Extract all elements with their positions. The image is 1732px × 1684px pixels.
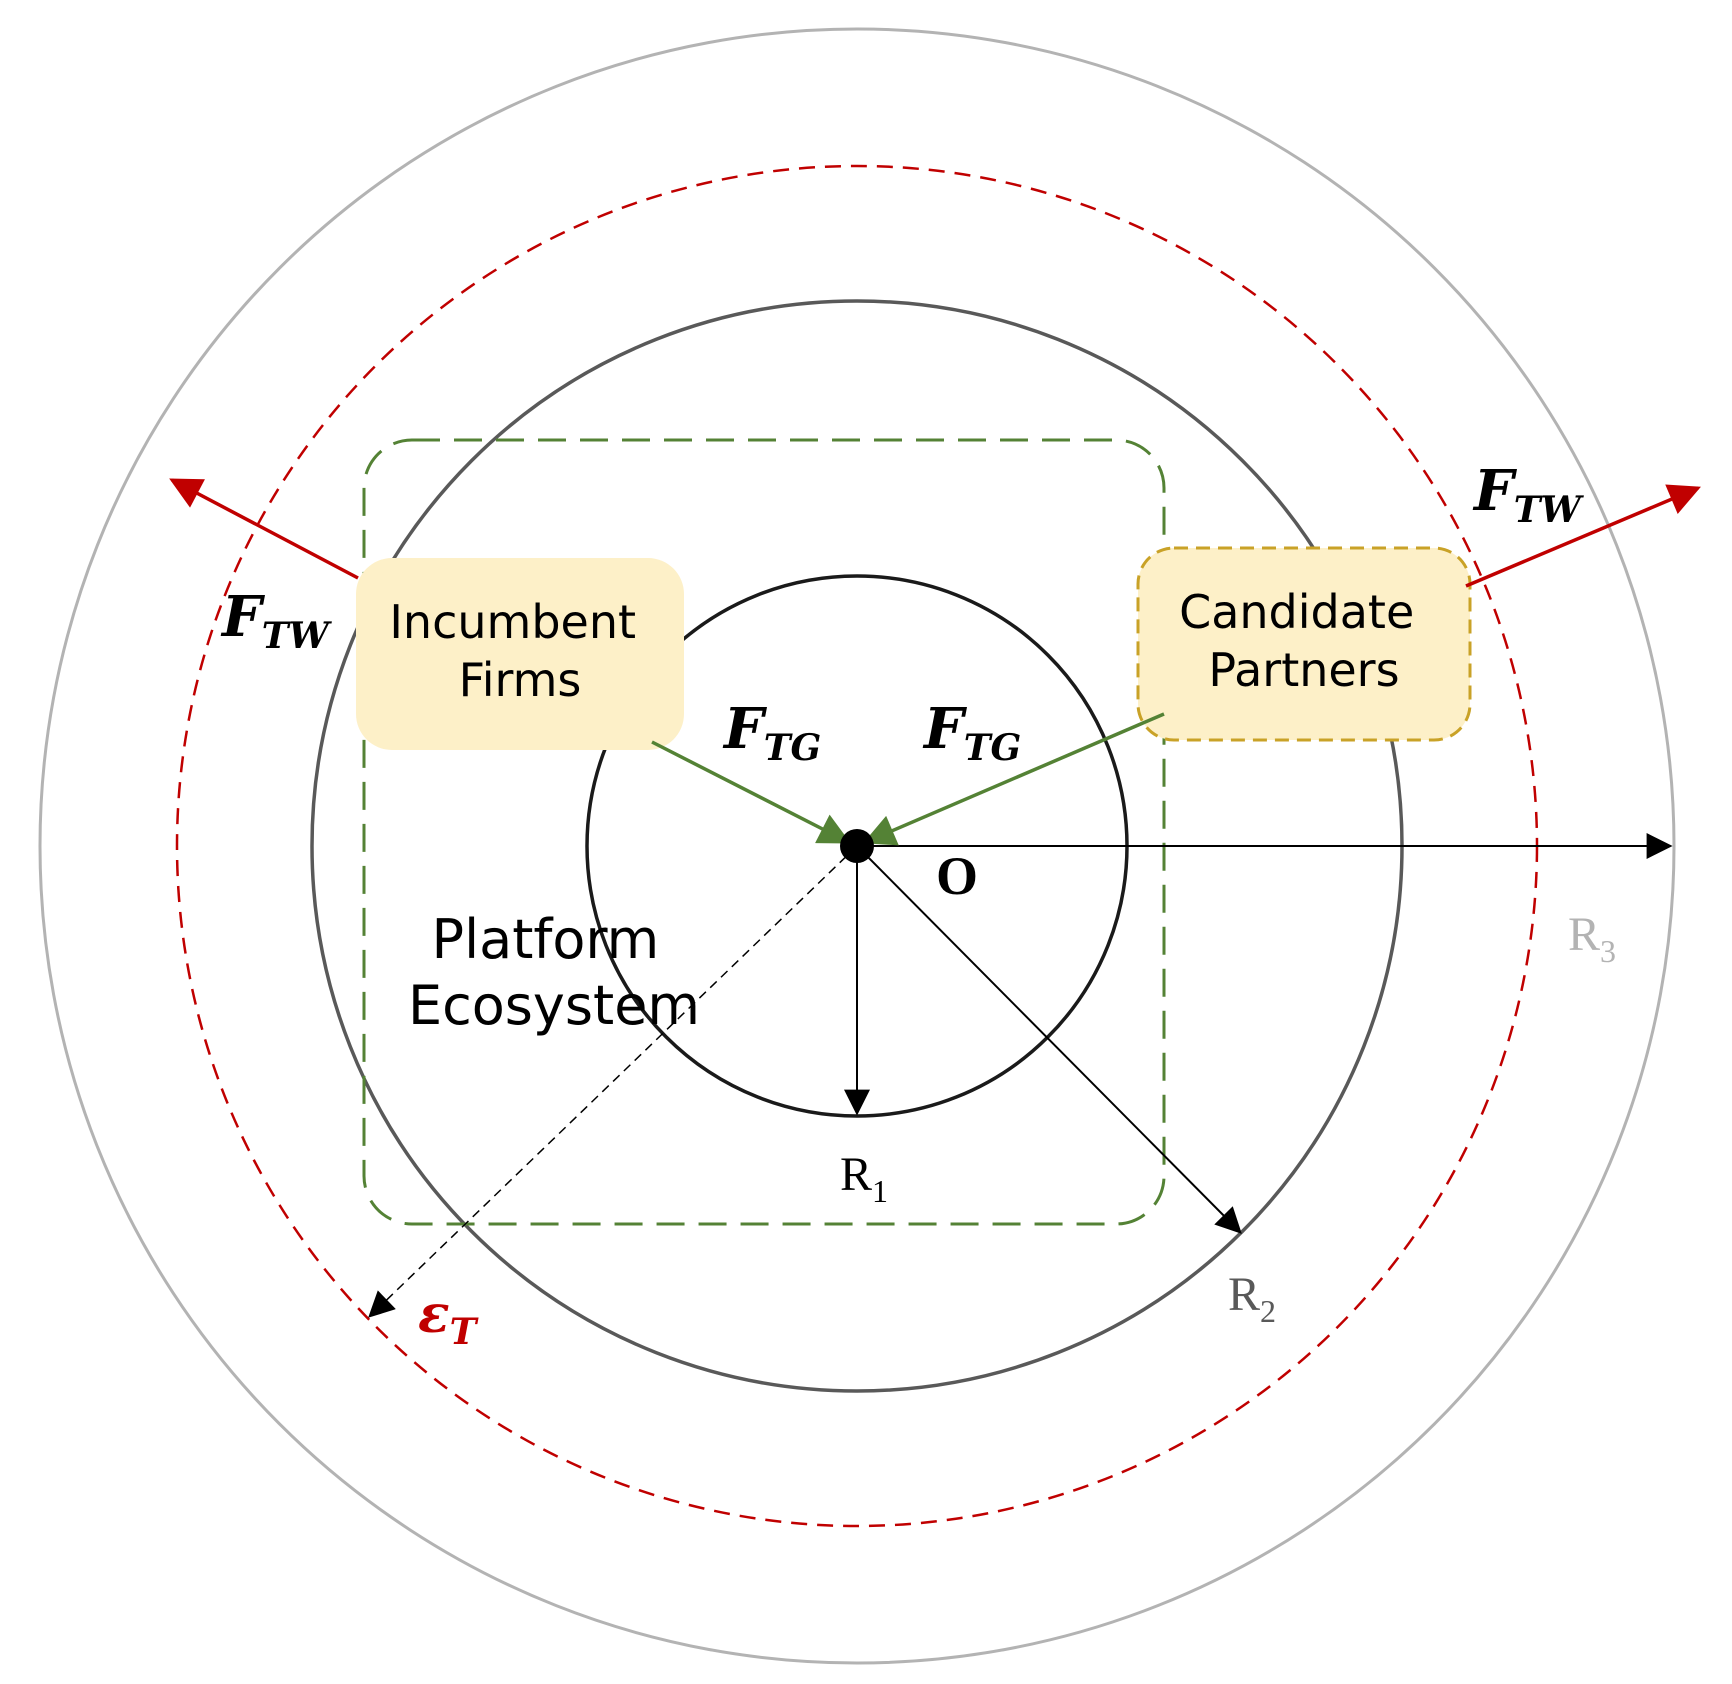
r2-label: R2 xyxy=(1228,1268,1276,1329)
candidate-repulsion-arrow xyxy=(1465,484,1701,588)
r3-label: R3 xyxy=(1568,908,1616,969)
force-tw-right-label: FTW xyxy=(1472,458,1585,531)
candidate-partners-label: Candidate Partners xyxy=(1179,585,1429,697)
candidate-partners-box xyxy=(1136,546,1472,742)
origin-label: O xyxy=(936,846,978,906)
incumbent-firms-box xyxy=(356,558,684,750)
origin-point xyxy=(840,829,874,863)
epsilon-t-label: εT xyxy=(418,1284,479,1353)
incumbent-line-2: Firms xyxy=(459,653,582,707)
r1-label: R1 xyxy=(840,1148,888,1209)
incumbent-line-1: Incumbent xyxy=(389,595,636,649)
platform-line-1: Platform xyxy=(432,908,660,971)
incumbent-attraction-arrow xyxy=(651,740,851,844)
force-tg-left-label: FTG xyxy=(722,696,821,769)
radius-r2-arrow xyxy=(856,845,1242,1234)
platform-ecosystem-boundary xyxy=(362,438,1166,1226)
epsilon-radius-arrow xyxy=(368,845,858,1318)
candidate-line-1: Candidate xyxy=(1179,585,1414,639)
force-tw-left-label: FTW xyxy=(220,584,333,657)
platform-line-2: Ecosystem xyxy=(408,974,700,1037)
incumbent-firms-label: Incumbent Firms xyxy=(389,595,650,707)
incumbent-repulsion-arrow xyxy=(169,478,359,580)
outer-circle-r3 xyxy=(38,27,1676,1665)
platform-ecosystem-label: Platform Ecosystem xyxy=(408,908,700,1037)
candidate-line-2: Partners xyxy=(1208,643,1399,697)
candidate-attraction-arrow xyxy=(863,712,1165,846)
force-tg-right-label: FTG xyxy=(922,696,1021,769)
